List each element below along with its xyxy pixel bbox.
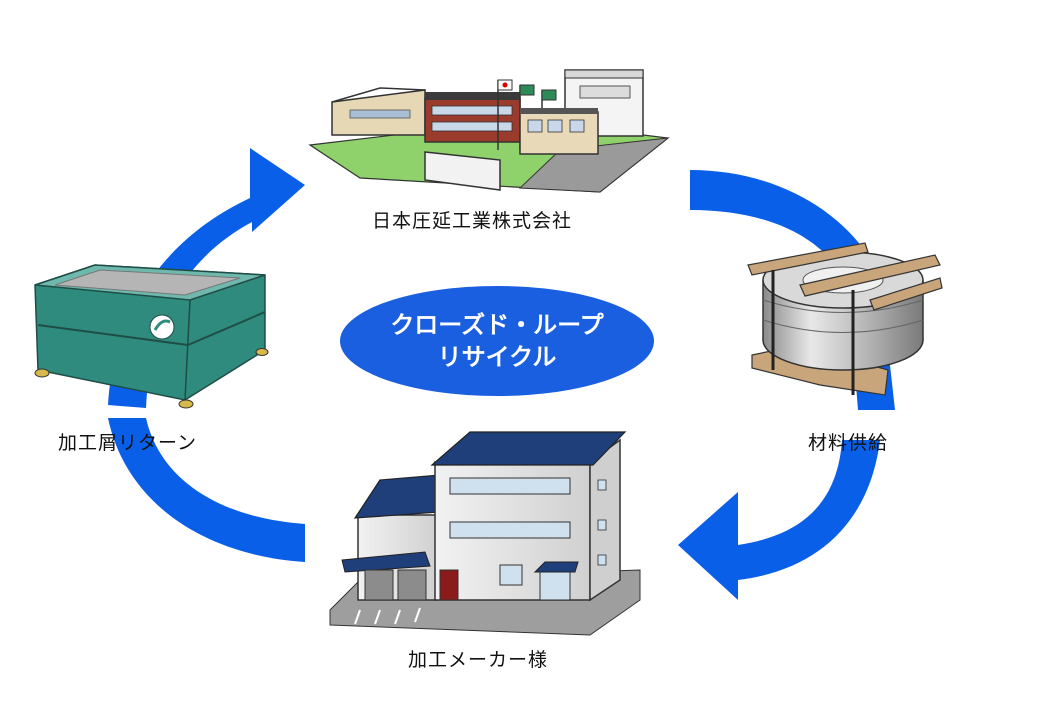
company-building-illustration: [308, 69, 670, 193]
node-label-top: 日本圧延工業株式会社: [372, 210, 573, 232]
scrap-bin-illustration: [34, 264, 269, 409]
arrow-bottom-left: [108, 418, 305, 562]
arrow-top-right: [690, 170, 895, 410]
node-label-bottom: 加工メーカー様: [408, 649, 549, 671]
arrow-bottom-right: [678, 440, 880, 600]
metal-coil-illustration: [747, 242, 943, 396]
factory-building-illustration: [329, 431, 641, 636]
center-ellipse: [340, 286, 654, 396]
node-label-left: 加工屑リターン: [58, 432, 198, 454]
node-label-right: 材料供給: [808, 432, 889, 454]
arrow-top-left: [108, 148, 305, 408]
